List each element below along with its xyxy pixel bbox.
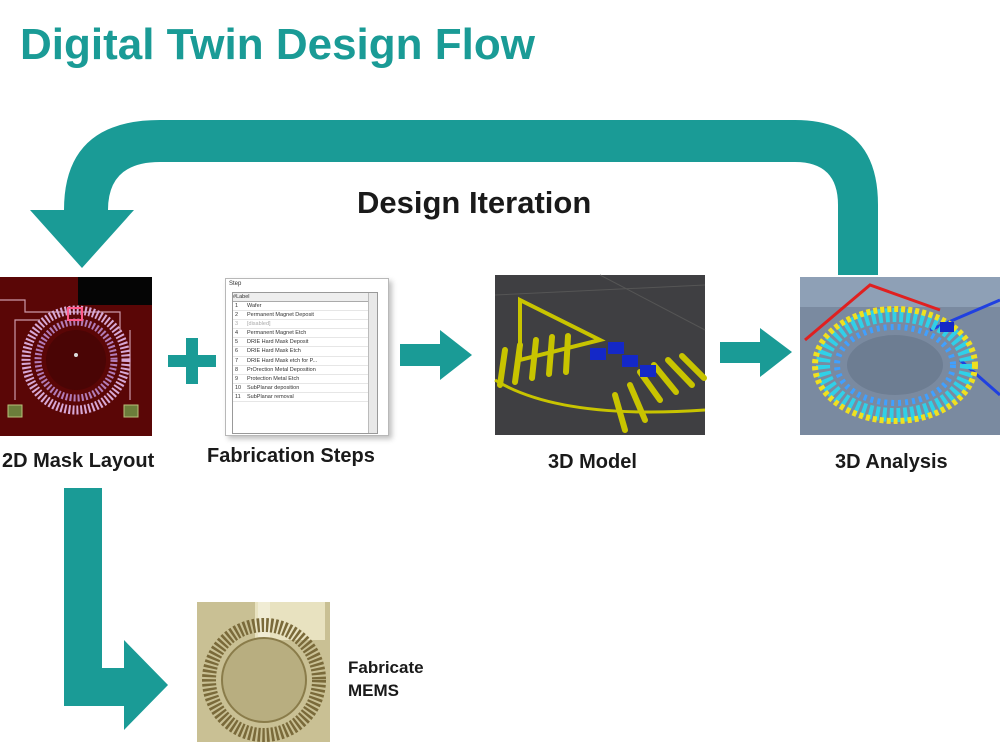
fabricate-line1: Fabricate: [348, 656, 424, 679]
fabricate-mems-label: Fabricate MEMS: [348, 656, 424, 702]
caption-3d-analysis: 3D Analysis: [835, 451, 948, 474]
caption-2d-mask-layout: 2D Mask Layout: [2, 450, 154, 473]
3d-analysis-image: [800, 277, 1000, 435]
steps-row: 3[disabled]: [233, 320, 377, 329]
mask-layout-image: [0, 277, 152, 436]
3d-model-image: [495, 275, 705, 435]
steps-panel-header: Step: [229, 281, 241, 287]
iteration-loop-arrow: [30, 120, 878, 275]
caption-fabrication-steps: Fabrication Steps: [207, 445, 375, 468]
plus-icon: [168, 338, 216, 384]
mems-photo: [197, 602, 330, 742]
steps-scrollbar: [368, 293, 377, 433]
caption-3d-model: 3D Model: [548, 451, 637, 474]
arrow-to-fabricate: [64, 488, 168, 730]
fabricate-line2: MEMS: [348, 679, 424, 702]
steps-column-header: #Label: [233, 293, 377, 302]
arrow-model-to-analysis: [720, 328, 792, 377]
arrow-steps-to-model: [400, 330, 472, 380]
